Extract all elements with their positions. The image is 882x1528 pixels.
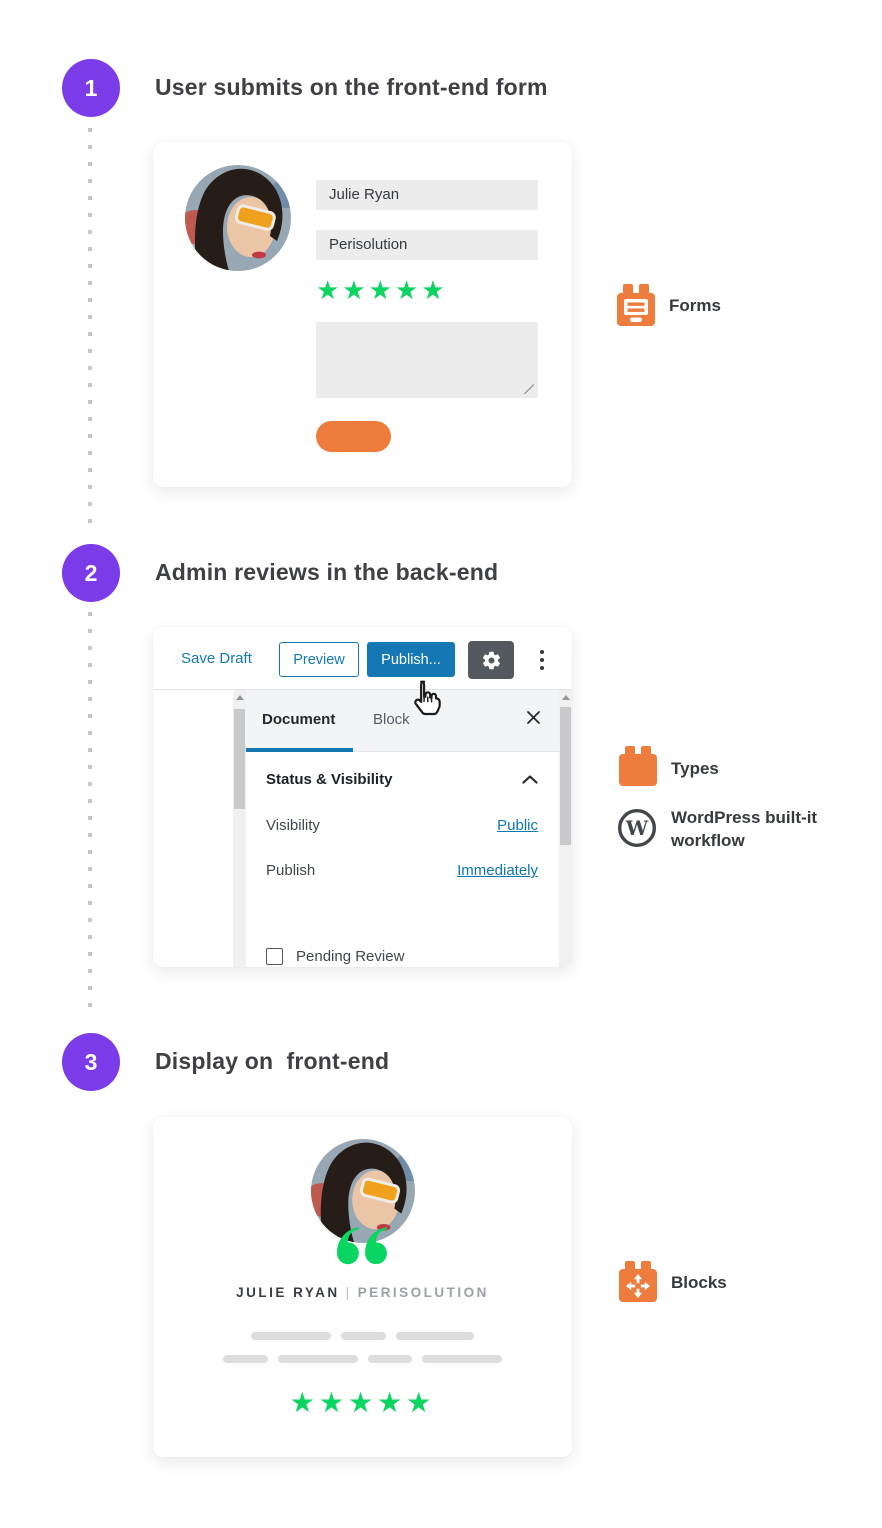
visibility-row: Visibility Public	[266, 817, 538, 834]
pending-review-label: Pending Review	[296, 948, 405, 965]
chevron-up-icon[interactable]	[522, 775, 538, 784]
scroll-up-arrow-icon[interactable]	[235, 695, 244, 700]
testimonial-display-card: JULIE RYAN | PERISOLUTION ★★★★★	[153, 1117, 572, 1457]
publish-label: Publish	[266, 862, 316, 879]
close-icon	[527, 711, 540, 724]
scrollbar-thumb[interactable]	[234, 709, 245, 809]
step-1-badge: 1	[62, 59, 120, 117]
panel-title: Status & Visibility	[266, 771, 393, 788]
name-field[interactable]: Julie Ryan	[316, 180, 538, 210]
author-name: JULIE RYAN	[236, 1285, 340, 1300]
step-1-number: 1	[84, 74, 98, 101]
legend-forms: Forms	[617, 284, 721, 326]
sidebar-tabbar: Document Block	[246, 690, 559, 752]
visibility-value-link[interactable]: Public	[497, 817, 538, 834]
step-2-title: Admin reviews in the back-end	[155, 559, 499, 585]
right-scrollbar[interactable]	[559, 690, 572, 967]
quote-icon	[336, 1227, 389, 1271]
placeholder-text-row	[153, 1355, 572, 1363]
legend-label: Types	[671, 759, 719, 778]
publish-button[interactable]: Publish...	[367, 642, 455, 677]
forms-brick-icon	[617, 284, 655, 326]
close-sidebar-button[interactable]	[526, 710, 541, 728]
step-1-title: User submits on the front-end form	[155, 74, 548, 100]
legend-label: Forms	[669, 296, 721, 315]
kebab-icon	[540, 650, 544, 654]
scrollbar-thumb[interactable]	[560, 707, 571, 845]
dotted-connector-2	[88, 612, 92, 1020]
scroll-up-arrow-icon[interactable]	[561, 695, 570, 700]
testimonial-byline: JULIE RYAN | PERISOLUTION	[153, 1285, 572, 1300]
step-3-number: 3	[84, 1048, 98, 1075]
hand-cursor-icon	[409, 680, 445, 727]
rating-stars-input[interactable]: ★★★★★	[316, 275, 448, 305]
avatar-image	[185, 165, 291, 271]
step-3-title: Display on front-end	[155, 1048, 390, 1074]
step-3-badge: 3	[62, 1033, 120, 1091]
avatar	[310, 1139, 415, 1243]
more-options-button[interactable]	[534, 645, 550, 675]
move-brick-icon	[619, 1261, 657, 1302]
status-visibility-header[interactable]: Status & Visibility	[266, 771, 538, 788]
wp-editor-card: Save Draft Preview Publish... Document B…	[153, 627, 572, 967]
step-2-number: 2	[84, 559, 98, 586]
legend-label: WordPress built-it workflow	[671, 808, 818, 850]
wordpress-icon: W	[618, 809, 656, 847]
editor-content-area	[153, 690, 233, 967]
frontend-form-card: Julie Ryan Perisolution ★★★★★	[153, 142, 572, 487]
dotted-connector-1	[88, 128, 92, 532]
avatar	[185, 165, 291, 271]
author-company: PERISOLUTION	[357, 1285, 489, 1300]
legend-types: Types	[619, 746, 719, 786]
left-scrollbar[interactable]	[233, 690, 246, 967]
legend-label: Blocks	[671, 1273, 727, 1292]
company-field[interactable]: Perisolution	[316, 230, 538, 260]
publish-value-link[interactable]: Immediately	[457, 862, 538, 879]
active-tab-indicator	[246, 748, 353, 752]
gear-icon	[482, 651, 500, 669]
publish-row: Publish Immediately	[266, 862, 538, 879]
byline-separator: |	[345, 1285, 352, 1300]
tab-document[interactable]: Document	[262, 711, 336, 728]
resize-grip-icon[interactable]	[524, 384, 534, 394]
settings-sidebar: Document Block Status & Visibility Visib…	[246, 690, 559, 967]
placeholder-text-row	[153, 1332, 572, 1340]
avatar-image	[310, 1139, 415, 1243]
legend-blocks: Blocks	[619, 1261, 727, 1302]
brick-icon	[619, 746, 657, 786]
message-textarea[interactable]	[316, 322, 538, 398]
save-draft-button[interactable]: Save Draft	[181, 650, 252, 667]
step-2-badge: 2	[62, 544, 120, 602]
pending-review-checkbox[interactable]	[266, 948, 283, 965]
tab-block[interactable]: Block	[373, 711, 410, 728]
editor-toolbar: Save Draft Preview Publish...	[153, 627, 572, 690]
preview-button[interactable]: Preview	[279, 642, 359, 677]
submit-button[interactable]	[316, 421, 391, 452]
legend-wordpress: W WordPress built-it workflow	[617, 808, 847, 852]
pending-review-row: Pending Review	[266, 948, 538, 965]
rating-stars-display: ★★★★★	[289, 1387, 436, 1418]
visibility-label: Visibility	[266, 817, 320, 834]
svg-text:W: W	[625, 816, 649, 840]
settings-button[interactable]	[468, 641, 514, 679]
